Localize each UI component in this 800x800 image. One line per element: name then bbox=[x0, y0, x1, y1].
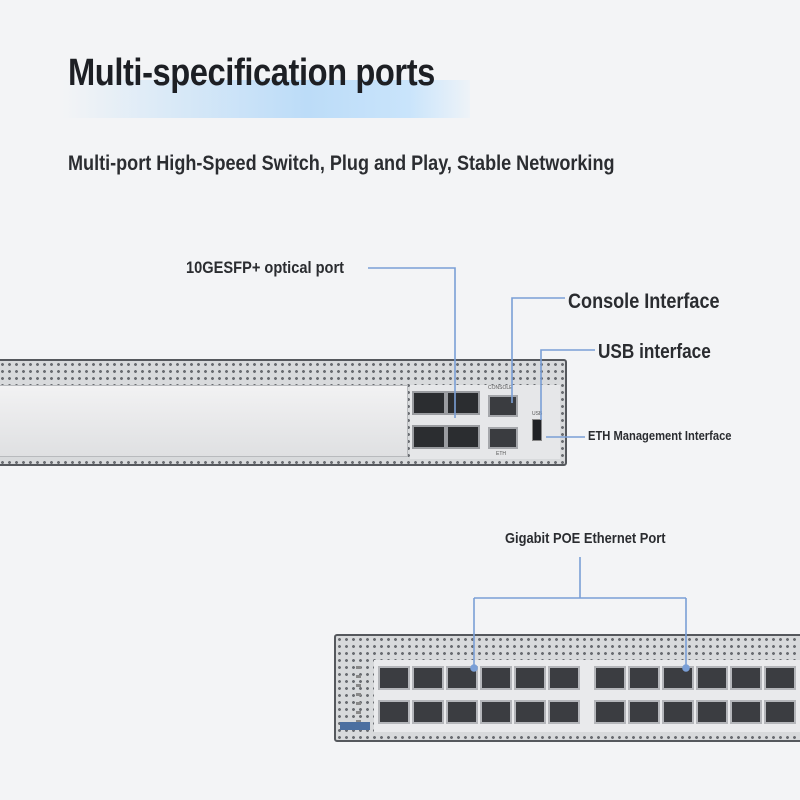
poe-ethernet-port bbox=[730, 666, 762, 690]
poe-ethernet-port bbox=[412, 666, 444, 690]
poe-ethernet-port bbox=[764, 666, 796, 690]
eth-port-label: ETH bbox=[496, 451, 506, 457]
console-port bbox=[488, 395, 518, 417]
poe-ethernet-port bbox=[446, 700, 478, 724]
poe-ethernet-port bbox=[480, 700, 512, 724]
switch-front-panel-poe bbox=[334, 634, 800, 742]
callout-poe-ports: Gigabit POE Ethernet Port bbox=[505, 530, 666, 547]
poe-ethernet-port bbox=[514, 666, 546, 690]
poe-port-block bbox=[374, 660, 800, 732]
sfp-port bbox=[412, 425, 446, 449]
switch-front-panel-management: CONSOLE ETH USB bbox=[0, 359, 567, 466]
poe-ethernet-port bbox=[696, 700, 728, 724]
page-title: Multi-specification ports bbox=[68, 52, 435, 94]
poe-ethernet-port bbox=[628, 666, 660, 690]
callout-line bbox=[368, 267, 456, 418]
page-subtitle: Multi-port High-Speed Switch, Plug and P… bbox=[68, 152, 615, 175]
callout-eth-management: ETH Management Interface bbox=[588, 428, 732, 443]
poe-ethernet-port bbox=[594, 700, 626, 724]
callout-dot bbox=[470, 664, 478, 672]
callout-line bbox=[540, 349, 595, 420]
callout-usb-interface: USB interface bbox=[598, 341, 711, 363]
sfp-port bbox=[446, 391, 480, 415]
poe-ethernet-port bbox=[730, 700, 762, 724]
sfp-port bbox=[446, 425, 480, 449]
poe-ethernet-port bbox=[764, 700, 796, 724]
callout-line bbox=[473, 557, 687, 668]
management-port-area: CONSOLE ETH USB bbox=[410, 385, 560, 459]
poe-ethernet-port bbox=[548, 666, 580, 690]
poe-ethernet-port bbox=[378, 700, 410, 724]
title-highlight-bar bbox=[62, 80, 470, 118]
eth-management-port bbox=[488, 427, 518, 449]
callout-line bbox=[511, 297, 565, 403]
poe-ethernet-port bbox=[696, 666, 728, 690]
callout-console-interface: Console Interface bbox=[568, 290, 720, 313]
model-tag bbox=[340, 722, 370, 730]
callout-dot bbox=[682, 664, 690, 672]
switch-blank-panel bbox=[0, 385, 408, 457]
console-port-label: CONSOLE bbox=[488, 385, 513, 391]
status-led-column bbox=[356, 666, 361, 726]
sfp-port bbox=[412, 391, 446, 415]
usb-port bbox=[532, 419, 542, 441]
poe-ethernet-port bbox=[480, 666, 512, 690]
poe-ethernet-port bbox=[662, 700, 694, 724]
poe-ethernet-port bbox=[514, 700, 546, 724]
poe-ethernet-port bbox=[548, 700, 580, 724]
usb-port-label: USB bbox=[532, 411, 543, 417]
poe-ethernet-port bbox=[378, 666, 410, 690]
callout-sfp-port: 10GESFP+ optical port bbox=[186, 258, 345, 277]
poe-ethernet-port bbox=[412, 700, 444, 724]
poe-ethernet-port bbox=[628, 700, 660, 724]
poe-ethernet-port bbox=[594, 666, 626, 690]
